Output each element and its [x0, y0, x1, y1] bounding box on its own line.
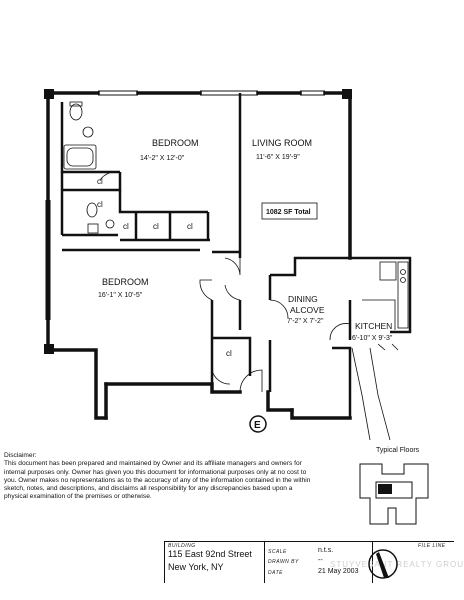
entry-marker-circle: [249, 415, 267, 433]
bathroom-fixtures: [63, 101, 115, 234]
bedroom-2-name: BEDROOM: [102, 277, 149, 287]
disclaimer: Disclaimer: This document has been prepa…: [4, 452, 344, 502]
drawn-by-caption: DRAWN BY: [268, 559, 299, 565]
living-room-name: LIVING ROOM: [252, 138, 312, 148]
columns: [44, 89, 352, 354]
bedroom-2-dims: 16'-1" X 10'-5": [98, 292, 143, 299]
title-block-rule-mid: [264, 541, 265, 583]
closet-label: cl: [97, 200, 103, 209]
closet-label: cl: [123, 222, 129, 231]
date-value: 21 May 2003: [318, 568, 359, 575]
windows: [45, 90, 325, 320]
door-swings: [99, 171, 351, 393]
dining-name-2: ALCOVE: [290, 305, 325, 315]
bedroom-1-name: BEDROOM: [152, 138, 199, 148]
key-plan: [359, 463, 429, 525]
disclaimer-line: This document has been prepared and main…: [4, 460, 302, 468]
kitchen-name: KITCHEN: [355, 321, 392, 331]
disclaimer-line: internal purposes only. Owner has given …: [4, 468, 307, 476]
floor-plan: BEDROOM 14'-2" X 12'-0" LIVING ROOM 11'-…: [44, 89, 412, 441]
disclaimer-title: Disclaimer:: [4, 452, 37, 459]
closet-label: cl: [153, 222, 159, 231]
closet-label: cl: [226, 349, 232, 358]
closet-label: cl: [187, 222, 193, 231]
living-room-dims: 11'-6" X 19'-9": [256, 154, 300, 161]
address-line-2: New York, NY: [168, 562, 224, 572]
closet-label: cl: [97, 177, 103, 186]
disclaimer-line: you. Owner makes no representations as t…: [4, 476, 311, 484]
address-line-1: 115 East 92nd Street: [168, 549, 252, 559]
interior-walls: [60, 93, 412, 418]
file-line-caption: FILE LINE: [418, 543, 446, 549]
scale-value: n.t.s.: [318, 547, 334, 554]
north-arrow-icon: [368, 549, 398, 579]
title-block-rule-left: [164, 541, 165, 583]
dining-name-1: DINING: [288, 294, 318, 304]
scale-caption: SCALE: [268, 549, 287, 555]
title-block-rule-top: [164, 541, 454, 542]
disclaimer-line: sketch, notes, and descriptions, and dis…: [4, 485, 293, 493]
building-caption: BUILDING: [168, 543, 196, 549]
drawn-by-value: --: [318, 557, 323, 564]
total-area-box: [261, 202, 318, 220]
title-block-rule-right: [372, 541, 373, 583]
bedroom-1-dims: 14'-2" X 12'-0": [140, 155, 185, 162]
kitchen-dims: 6'-10" X 9'-3": [352, 335, 393, 342]
kitchen-fixtures: [351, 261, 409, 441]
date-caption: DATE: [268, 570, 283, 576]
disclaimer-line: physical examination of the premises or …: [4, 493, 152, 501]
entry-marker-label: E: [254, 420, 261, 431]
total-area: 1082 SF Total: [266, 209, 311, 216]
typical-floors-label: Typical Floors: [376, 447, 420, 454]
dining-dims: 7'-2" X 7'-2": [287, 318, 324, 325]
key-plan-unit-highlight: [378, 484, 392, 494]
